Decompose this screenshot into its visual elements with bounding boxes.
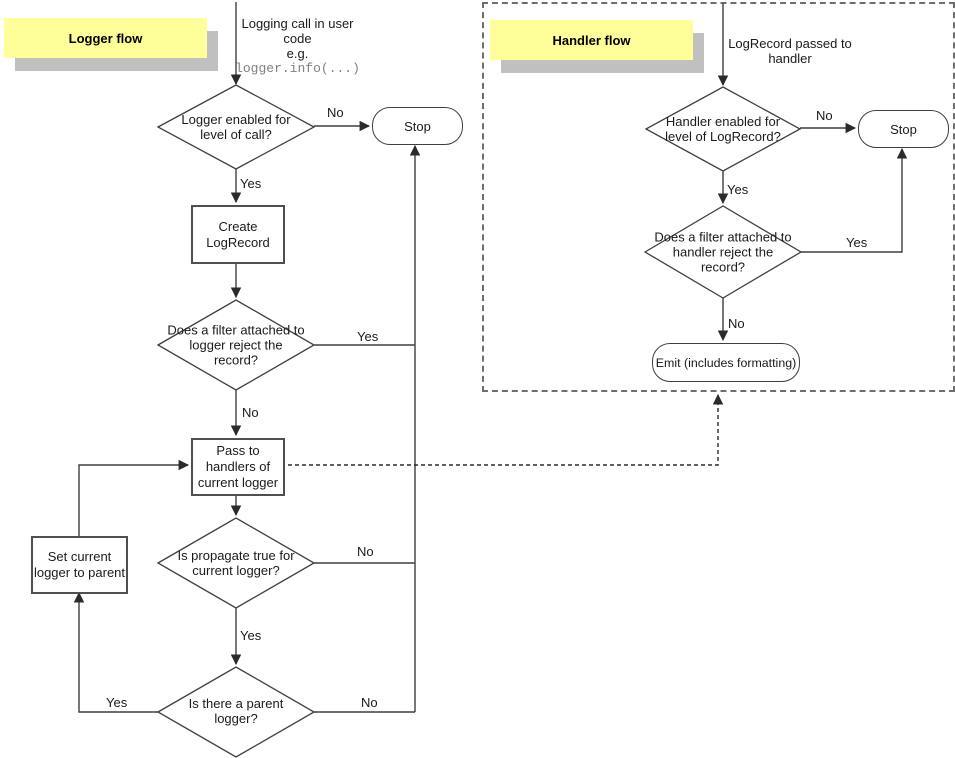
pass-to-handlers-box: Pass to handlers of current logger — [191, 438, 285, 496]
logger-entry-code: logger.info(...) — [235, 61, 360, 76]
logger-level-yes-label: Yes — [240, 176, 262, 191]
diamond-handler-filter-check — [643, 205, 803, 299]
propagate-yes-label: Yes — [240, 628, 262, 643]
handler-filter-no-label: No — [728, 316, 745, 331]
handler-level-check-label: Handler enabled for level of LogRecord? — [665, 114, 781, 144]
handler-entry-line1: LogRecord passed to — [728, 36, 852, 51]
propagate-no-label: No — [357, 544, 374, 559]
emit-label: Emit (includes formatting) — [655, 355, 797, 370]
logger-entry-annotation: Logging call in user code e.g. logger.in… — [225, 16, 370, 76]
logger-stop-label: Stop — [404, 118, 431, 134]
diamond-logger-filter-check — [156, 299, 316, 391]
diamond-handler-level-check — [644, 86, 802, 172]
logger-stop-node: Stop — [372, 107, 463, 145]
pass-to-handlers-label: Pass to handlers of current logger — [197, 443, 279, 490]
handler-stop-node: Stop — [858, 110, 949, 148]
logger-flow-title: Logger flow — [4, 18, 207, 58]
create-logrecord-box: Create LogRecord — [191, 205, 285, 264]
propagate-check-label: Is propagate true for current logger? — [177, 548, 295, 578]
handler-filter-yes-label: Yes — [846, 235, 868, 250]
diamond-parent-check — [156, 666, 316, 758]
handler-entry-line2: handler — [768, 51, 812, 66]
parent-check-label: Is there a parent logger? — [188, 696, 284, 726]
logger-entry-line3: e.g. — [286, 46, 309, 61]
handler-level-yes-label: Yes — [727, 182, 749, 197]
handler-stop-label: Stop — [890, 121, 917, 137]
handler-filter-check-label: Does a filter attached to handler reject… — [654, 229, 792, 275]
emit-node: Emit (includes formatting) — [652, 343, 800, 382]
logger-level-check-label: Logger enabled for level of call? — [181, 112, 291, 142]
logger-filter-check-label: Does a filter attached to logger reject … — [167, 322, 305, 368]
edge-parent-yes-to-set-parent — [73, 591, 158, 713]
parent-yes-label: Yes — [106, 695, 128, 710]
logger-filter-yes-label: Yes — [357, 329, 379, 344]
create-logrecord-label: Create LogRecord — [206, 218, 270, 250]
handler-flow-frame — [482, 2, 955, 392]
diamond-propagate-check — [156, 517, 316, 609]
edge-set-parent-to-pass — [78, 459, 190, 536]
handler-flow-title: Handler flow — [490, 20, 693, 60]
logger-entry-line1: Logging call in user — [241, 16, 354, 31]
logger-entry-line2: code — [283, 31, 312, 46]
set-current-logger-label: Set current logger to parent — [33, 549, 126, 580]
edge-pass-to-handler-flow — [281, 393, 724, 466]
logger-filter-no-label: No — [242, 405, 259, 420]
edge-handler-filter-yes-to-stop — [801, 147, 908, 253]
diamond-logger-level-check — [156, 84, 316, 170]
set-current-logger-box: Set current logger to parent — [31, 536, 128, 594]
logger-flow-title-label: Logger flow — [68, 30, 143, 46]
parent-no-label: No — [361, 695, 378, 710]
handler-entry-annotation: LogRecord passed to handler — [715, 36, 865, 66]
handler-level-no-label: No — [816, 108, 833, 123]
handler-flow-title-label: Handler flow — [552, 32, 631, 48]
logger-level-no-label: No — [327, 105, 344, 120]
